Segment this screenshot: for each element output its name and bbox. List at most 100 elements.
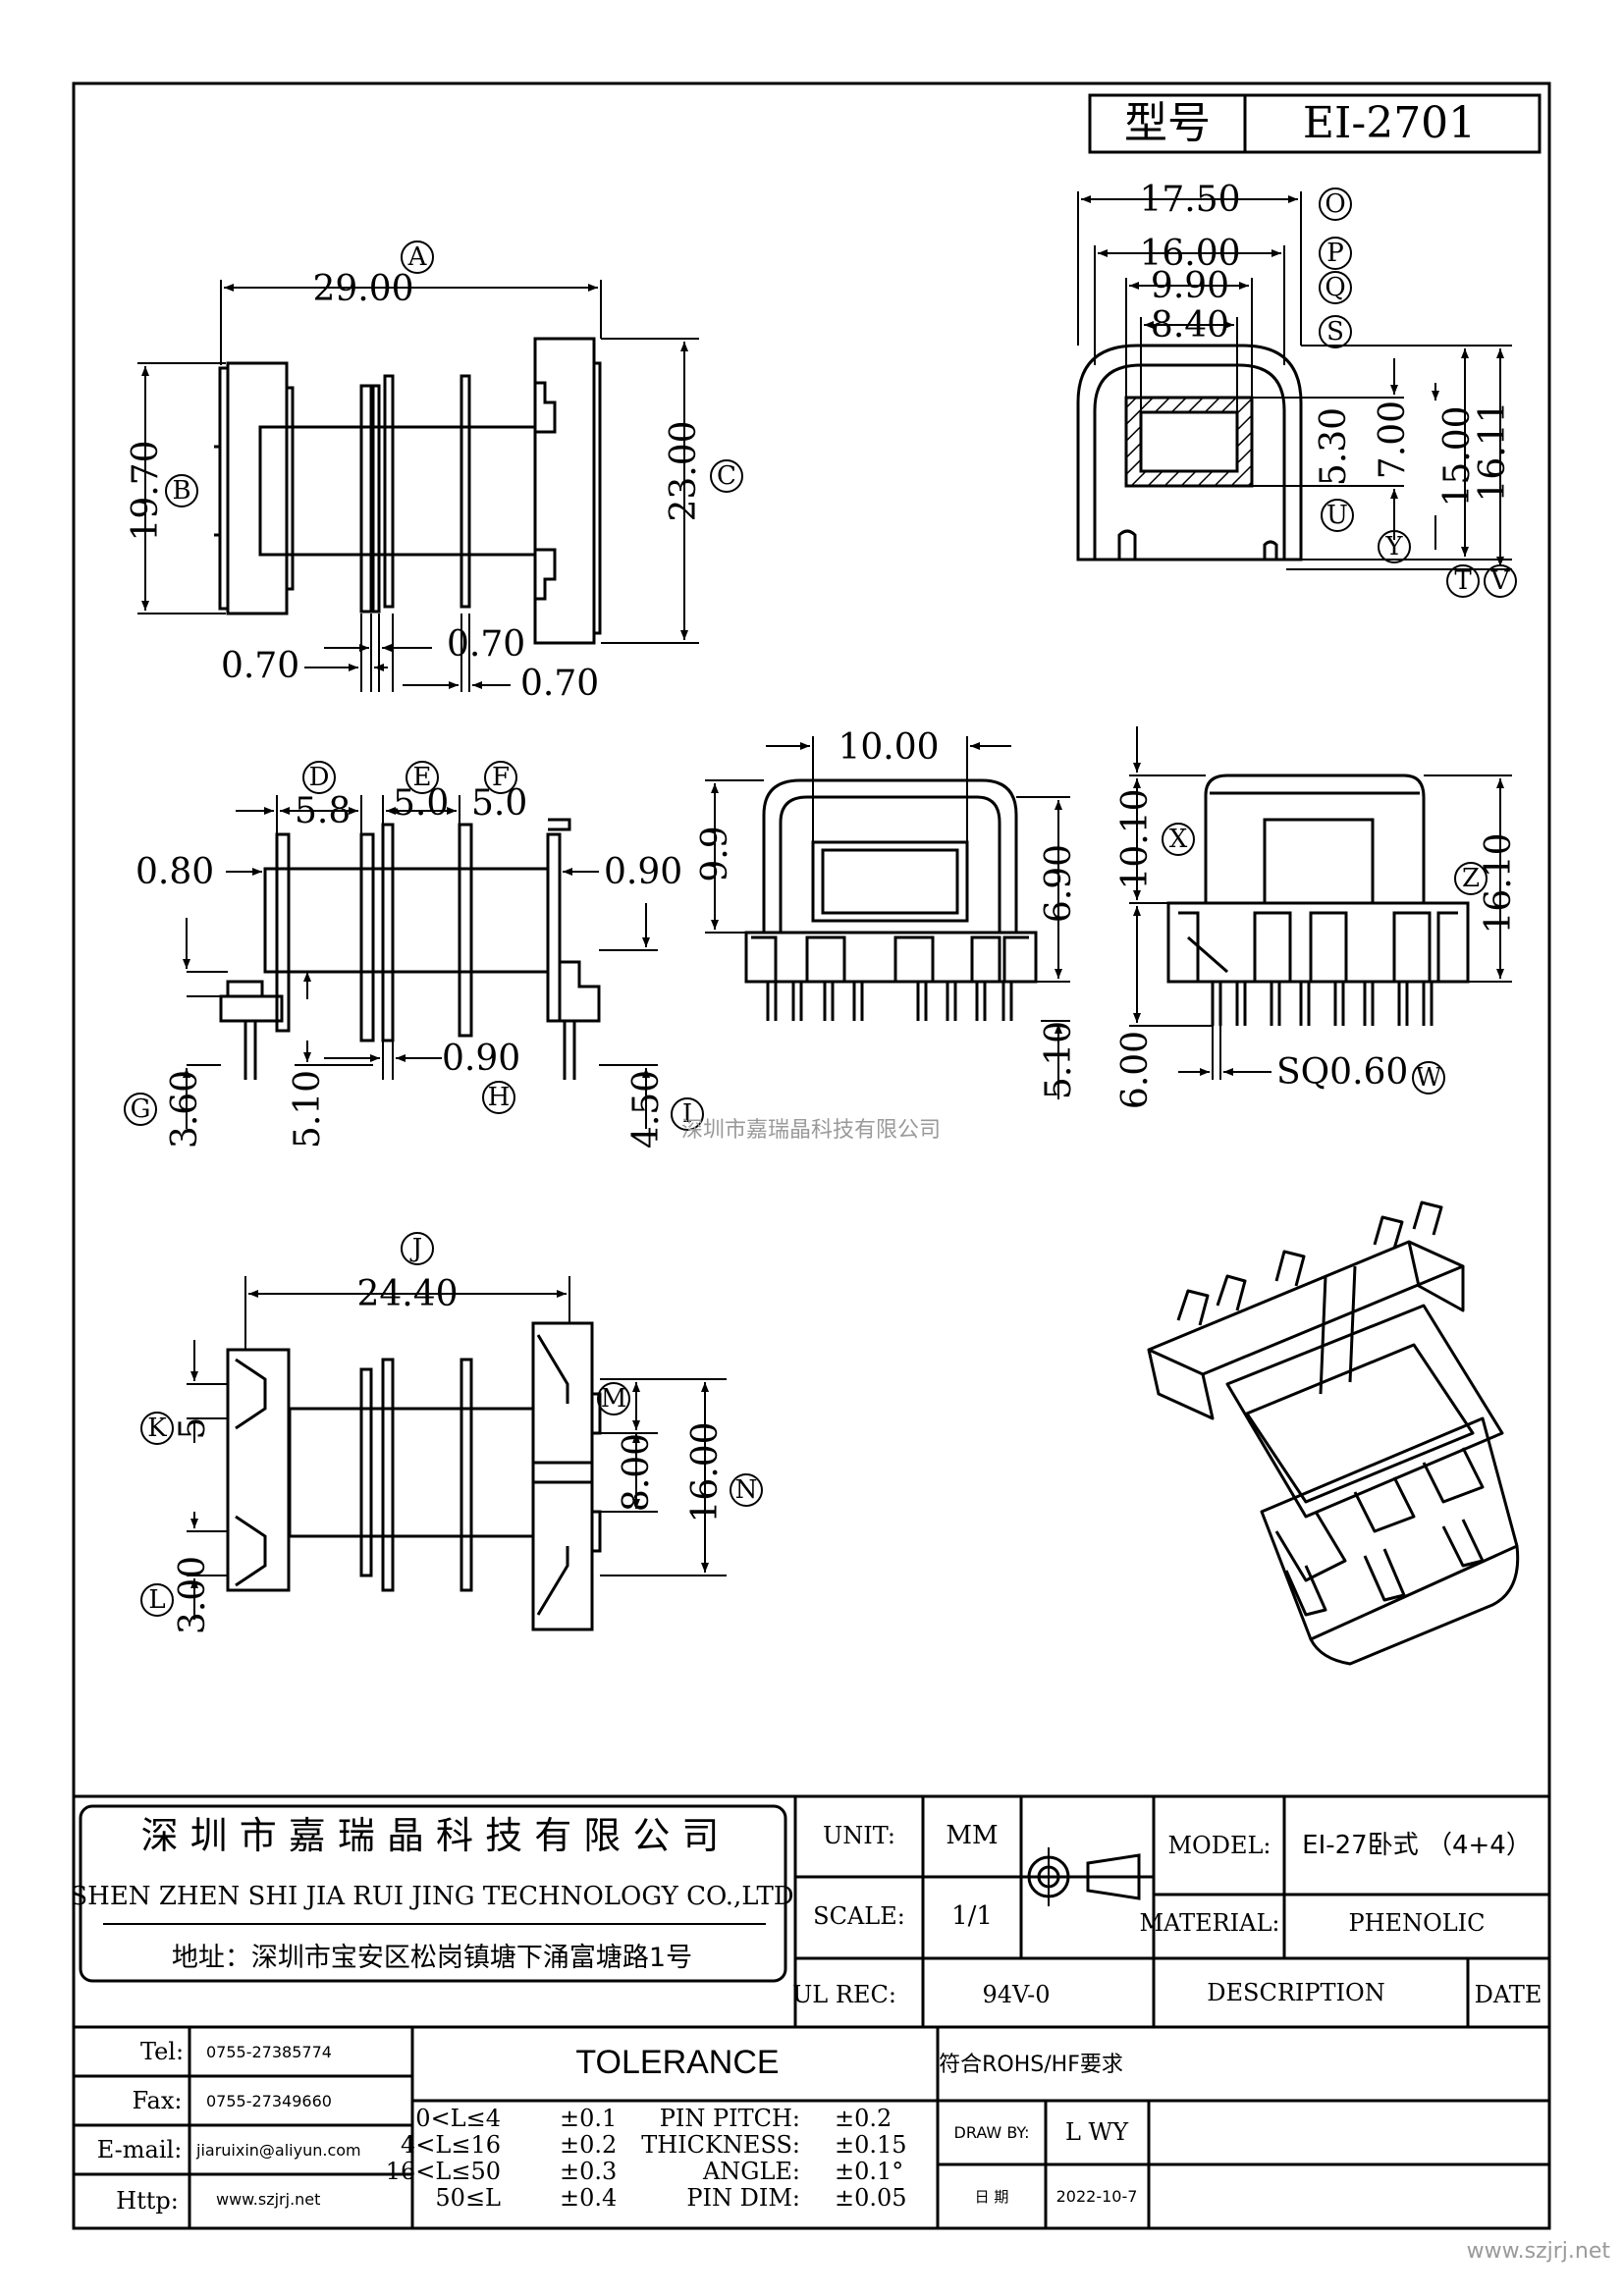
label-g: G	[131, 1095, 151, 1124]
dim-f: 5.0	[471, 783, 527, 824]
view-mid-left	[219, 818, 601, 1080]
dim-w1: 0.70	[221, 646, 299, 686]
dim-d: 5.8	[295, 791, 351, 831]
view-top-right-dims	[1077, 191, 1512, 570]
tel-label: Tel:	[140, 2038, 184, 2065]
material-value: PHENOLIC	[1348, 1909, 1485, 1937]
header-model-label: 型号	[1124, 98, 1211, 148]
sheet-border	[72, 81, 1551, 2230]
dim-w3: 0.70	[520, 664, 599, 704]
label-i: I	[682, 1099, 692, 1129]
dim-t: 15.00	[1437, 405, 1478, 507]
dim-g510: 5.10	[288, 1070, 328, 1148]
dim-g: 3.60	[165, 1070, 205, 1148]
company-cn: 深 圳 市 嘉 瑞 晶 科 技 有 限 公 司	[141, 1814, 720, 1857]
label-y: Y	[1384, 532, 1403, 561]
dim-r1: 5.30	[1314, 407, 1354, 486]
view-top-left-dims	[137, 280, 699, 692]
view-mid-center	[744, 778, 1038, 1021]
label-b: B	[172, 476, 190, 506]
draw-by-label: DRAW BY:	[954, 2123, 1030, 2142]
label-o: O	[1325, 189, 1345, 219]
dim-front-w: 10.00	[838, 727, 939, 768]
unit-label: UNIT:	[823, 1822, 895, 1849]
view-bottom-left-dims	[187, 1276, 727, 1620]
rohs-note: 符合ROHS/HF要求	[939, 2053, 1123, 2077]
fax-value: 0755-27349660	[206, 2092, 332, 2110]
dim-v: 16.11	[1473, 400, 1513, 502]
watermark-center: 深圳市嘉瑞晶科技有限公司	[681, 1118, 941, 1143]
label-l: L	[148, 1585, 165, 1615]
material-label: MATERIAL:	[1139, 1909, 1279, 1937]
fax-label: Fax:	[133, 2087, 183, 2114]
label-h: H	[488, 1083, 511, 1112]
ul-label: UL REC:	[792, 1981, 896, 2008]
model-value: EI-27卧式 （4+4）	[1302, 1831, 1532, 1860]
label-e: E	[413, 763, 432, 792]
dim-left080: 0.80	[135, 852, 214, 892]
dim-right090: 0.90	[604, 852, 682, 892]
email-label: E-mail:	[97, 2136, 183, 2163]
tol2-label: PIN PITCH:	[660, 2105, 800, 2132]
view-mid-right	[1166, 774, 1470, 1026]
label-u: U	[1326, 501, 1348, 530]
label-k: K	[147, 1414, 167, 1443]
tol-value: ±0.4	[560, 2184, 617, 2212]
watermark-corner: www.szjrj.net	[1467, 2239, 1611, 2264]
tol-value: ±0.3	[560, 2158, 617, 2185]
email-value: jiaruixin@aliyun.com	[195, 2141, 361, 2160]
dim-a: 29.00	[312, 269, 413, 309]
tol2-value: ±0.05	[835, 2184, 907, 2212]
view-top-left	[214, 337, 602, 645]
dim-c: 23.00	[664, 420, 704, 521]
dim-front-h1: 9.9	[695, 826, 735, 881]
company-en: SHEN ZHEN SHI JIA RUI JING TECHNOLOGY CO…	[70, 1882, 793, 1911]
view-mid-right-dims	[1129, 726, 1512, 1080]
label-j: J	[409, 1234, 422, 1263]
tel-value: 0755-27385774	[206, 2043, 332, 2061]
label-m: M	[601, 1384, 627, 1414]
tol-value: ±0.1	[560, 2105, 617, 2132]
title-block	[74, 1794, 1549, 2228]
http-label: Http:	[116, 2187, 179, 2215]
tol-value: ±0.2	[560, 2131, 617, 2159]
dim-x: 10.10	[1115, 788, 1156, 889]
date-label: DATE	[1475, 1981, 1542, 2008]
label-x: X	[1169, 825, 1188, 854]
label-f: F	[492, 763, 510, 792]
model-label: MODEL:	[1167, 1832, 1271, 1859]
view-mid-left-dims	[183, 795, 658, 1129]
ul-value: 94V-0	[982, 1981, 1050, 2008]
tol-range: 50≤L	[435, 2184, 501, 2212]
dim-b: 19.70	[126, 440, 166, 541]
label-z: Z	[1462, 864, 1480, 893]
dim-r2: 7.00	[1373, 400, 1413, 479]
label-q: Q	[1325, 273, 1345, 302]
dim-p: 16.00	[1139, 234, 1240, 274]
header-model-value: EI-2701	[1303, 98, 1476, 148]
label-d: D	[309, 763, 330, 792]
tolerance-title: TOLERANCE	[575, 2044, 779, 2081]
tol2-label: THICKNESS:	[641, 2131, 800, 2159]
dim-o: 17.50	[1139, 180, 1240, 220]
label-t: T	[1454, 566, 1472, 596]
dim-e: 5.0	[393, 783, 449, 824]
view-mid-center-dims	[705, 736, 1070, 1099]
dim-front-h3: 5.10	[1039, 1021, 1079, 1099]
label-a: A	[407, 242, 428, 272]
tol2-value: ±0.15	[835, 2131, 907, 2159]
dim-q: 9.90	[1151, 266, 1229, 306]
dim-s: 8.40	[1151, 305, 1229, 346]
dim-j: 24.40	[356, 1274, 458, 1314]
view-isometric	[1147, 1201, 1520, 1666]
draw-by-value: L WY	[1065, 2118, 1129, 2146]
tol-range: 4<L≤16	[401, 2131, 501, 2159]
label-c: C	[717, 461, 736, 491]
date2-value: 2022-10-7	[1056, 2187, 1138, 2206]
tol2-value: ±0.1°	[835, 2158, 903, 2185]
label-n: N	[735, 1475, 758, 1505]
tol-range: 16<L≤50	[386, 2158, 501, 2185]
label-w: W	[1416, 1063, 1442, 1093]
dim-front-h2: 6.90	[1039, 844, 1079, 923]
unit-value: MM	[946, 1821, 998, 1850]
